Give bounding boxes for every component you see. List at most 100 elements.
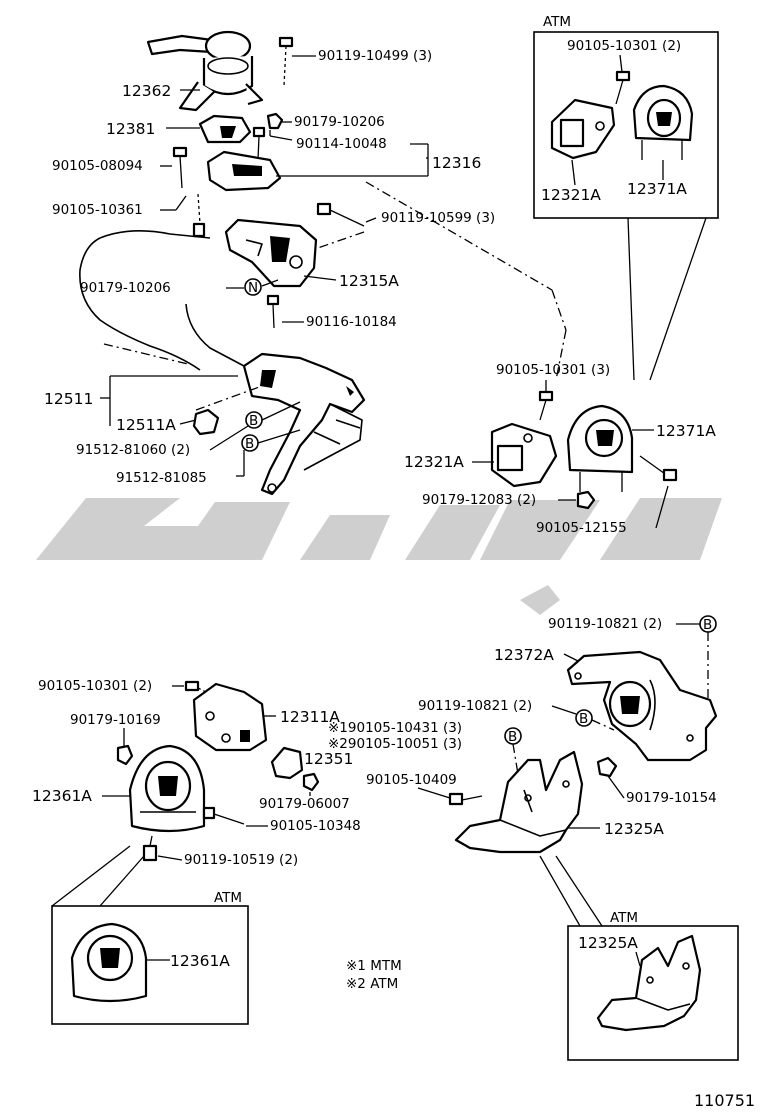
marker-b-letter: B (245, 436, 254, 452)
part-label-90105-10409: 90105-10409 (366, 772, 457, 788)
bracket-12321a-top-icon (550, 98, 616, 160)
engine-outline (79, 230, 245, 371)
atm-box-top-title: ATM (543, 14, 571, 30)
part-label-90105-10301-3: 90105-10301 (3) (496, 362, 610, 378)
marker-b-letter: B (703, 617, 712, 633)
mount-12362-icon (146, 30, 264, 112)
note-mtm: ※1 MTM (346, 958, 402, 974)
part-label-90119-10821-a: 90119-10821 (2) (548, 616, 662, 632)
part-label-12362: 12362 (122, 82, 171, 100)
atm-box-top: ATM 90105-10301 (2) 12321A 12371A (533, 14, 719, 381)
part-label-90119-10499: 90119-10499 (3) (318, 48, 432, 64)
marker-n: N (244, 278, 262, 296)
part-label-12371a-mid: 12371A (656, 422, 716, 440)
marker-b: B (241, 434, 259, 452)
nut-icon (576, 490, 596, 510)
part-label-90179-10206-a: 90179-10206 (294, 114, 385, 130)
part-label-91512-81085: 91512-81085 (116, 470, 207, 486)
part-label-12321a-top: 12321A (541, 186, 601, 204)
bushing-icon (192, 408, 220, 436)
part-label-90105-10301-top: 90105-10301 (2) (567, 38, 681, 54)
marker-b: B (699, 615, 717, 633)
part-label-90105-10051: ※290105-10051 (3) (328, 736, 462, 752)
nut-icon (266, 112, 284, 130)
long-bolt-icon (316, 202, 365, 227)
atm-box-right: ATM 12325A (567, 910, 739, 1061)
bolt-icon (266, 294, 280, 329)
atm-box-right-title: ATM (610, 910, 638, 926)
bracket-12315a-icon (224, 218, 318, 288)
bolt-icon (142, 835, 158, 862)
marker-b: B (504, 727, 522, 745)
part-label-91512-81060: 91512-81060 (2) (76, 442, 190, 458)
part-label-90119-10519: 90119-10519 (2) (184, 852, 298, 868)
mount-12371a-mid-icon (566, 404, 634, 492)
part-label-12381: 12381 (106, 120, 155, 138)
part-label-90119-10821-b: 90119-10821 (2) (418, 698, 532, 714)
marker-n-letter: N (248, 280, 258, 296)
bolt-icon (278, 36, 294, 87)
part-label-12361a-box: 12361A (170, 952, 230, 970)
bracket-12511-icon (242, 352, 366, 496)
nut-icon (596, 756, 618, 778)
part-label-90105-10431: ※190105-10431 (3) (328, 720, 462, 736)
part-label-90179-10169: 90179-10169 (70, 712, 161, 728)
bolt-icon (448, 792, 483, 806)
part-label-12321a-mid: 12321A (404, 453, 464, 471)
mount-12361a-box-icon (70, 922, 170, 1003)
bolt-icon (252, 126, 266, 161)
note-atm: ※2 ATM (346, 976, 398, 992)
bracket-12325a-box-icon (596, 934, 702, 1032)
part-label-12325a: 12325A (604, 820, 664, 838)
part-label-12315a: 12315A (339, 272, 399, 290)
part-label-90116-10184: 90116-10184 (306, 314, 397, 330)
part-label-12316: 12316 (432, 154, 481, 172)
part-label-90114-10048: 90114-10048 (296, 136, 387, 152)
part-label-90179-12083: 90179-12083 (2) (422, 492, 536, 508)
bushing-12351-icon (270, 746, 304, 780)
marker-b-letter: B (508, 729, 517, 745)
part-label-12511: 12511 (44, 390, 93, 408)
figure-number: 110751 (694, 1091, 755, 1110)
part-label-12361a: 12361A (32, 787, 92, 805)
part-label-90105-08094: 90105-08094 (52, 158, 143, 174)
bracket-12372a-icon (566, 650, 718, 762)
atm-box-left: ATM 12361A (51, 890, 249, 1025)
nut-icon (302, 772, 320, 792)
bracket-12311a-icon (192, 682, 268, 752)
bracket-12381-icon (198, 114, 252, 144)
bolt-icon (172, 146, 188, 189)
bracket-12321a-mid-icon (490, 422, 558, 488)
marker-b-letter: B (579, 711, 588, 727)
part-label-90179-10154: 90179-10154 (626, 790, 717, 806)
marker-b-letter: B (249, 413, 258, 429)
part-label-12351: 12351 (304, 750, 353, 768)
part-label-12371a-top: 12371A (627, 180, 687, 198)
mount-12361a-icon (128, 744, 206, 833)
mount-12371a-top-icon (632, 84, 694, 160)
bracket-12325a-icon (454, 750, 584, 854)
part-label-90105-10361: 90105-10361 (52, 202, 143, 218)
part-label-90179-10206-b: 90179-10206 (80, 280, 171, 296)
part-label-90105-12155: 90105-12155 (536, 520, 627, 536)
marker-b: B (245, 411, 263, 429)
watermark-logo (36, 498, 722, 615)
bolt-icon (192, 193, 206, 238)
bolt-icon (615, 70, 631, 105)
marker-b: B (575, 709, 593, 727)
long-bolt-icon (202, 806, 245, 825)
atm-box-left-title: ATM (214, 890, 242, 906)
bolt-icon (538, 390, 554, 421)
part-label-90179-06007: 90179-06007 (259, 796, 350, 812)
part-label-12511a: 12511A (116, 416, 176, 434)
nut-icon (116, 744, 134, 766)
part-label-90105-10301-2-low: 90105-10301 (2) (38, 678, 152, 694)
part-label-12325a-box: 12325A (578, 934, 638, 952)
bracket-12316-icon (206, 150, 282, 192)
part-label-12311a: 12311A (280, 708, 340, 726)
part-label-90119-10599: 90119-10599 (3) (381, 210, 495, 226)
long-bolt-icon (639, 455, 678, 482)
part-label-12372a: 12372A (494, 646, 554, 664)
part-label-90105-10348: 90105-10348 (270, 818, 361, 834)
